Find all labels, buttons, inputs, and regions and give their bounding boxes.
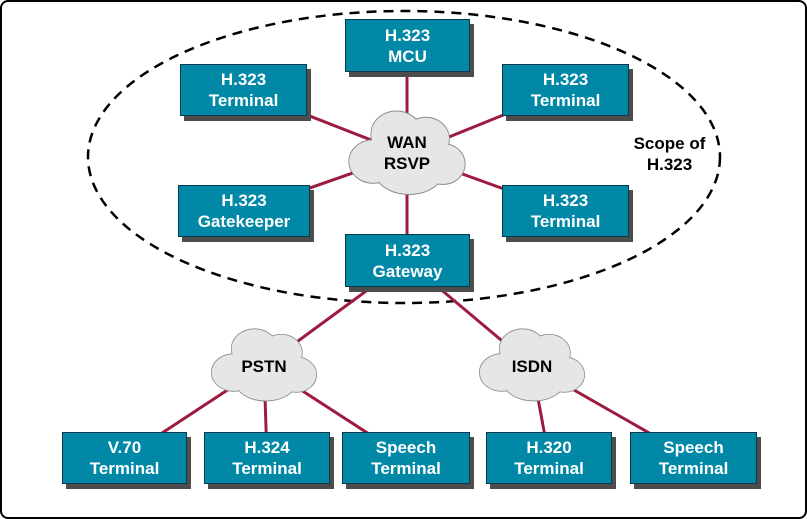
- node-label-line2: Terminal: [208, 91, 279, 110]
- node-label-line1: H.324: [244, 438, 290, 457]
- node-label-line2: Terminal: [530, 91, 601, 110]
- node-label-line2: Terminal: [658, 459, 729, 478]
- scope-label: Scope of H.323: [617, 132, 722, 176]
- node-label-line1: H.323: [220, 70, 267, 89]
- wan-cloud-label-line1: WAN: [387, 133, 427, 152]
- wan-cloud-label: WAN RSVP: [357, 131, 457, 175]
- node-label-line2: Terminal: [232, 459, 302, 478]
- node-h320-terminal: H.320 Terminal: [486, 432, 612, 484]
- node-label-line2: MCU: [388, 46, 427, 66]
- pstn-cloud-label: PSTN: [214, 354, 314, 378]
- node-label-line1: H.323: [384, 25, 431, 45]
- node-h323-gateway: H.323 Gateway: [345, 234, 470, 287]
- node-label-line1: H.323: [542, 191, 589, 210]
- node-h323-gatekeeper: H.323 Gatekeeper: [178, 185, 310, 237]
- scope-ellipse: [86, 9, 722, 305]
- node-h323-terminal-right: H.323 Terminal: [502, 185, 629, 237]
- scope-label-line1: Scope of: [633, 134, 706, 153]
- node-label-line2: Terminal: [514, 459, 584, 478]
- node-h323-terminal-top-left: H.323 Terminal: [180, 64, 307, 116]
- node-label-line2: Gatekeeper: [197, 212, 291, 231]
- node-h323-mcu: H.323 MCU: [345, 19, 470, 72]
- node-label-line2: Terminal: [89, 459, 160, 478]
- node-h323-terminal-top-right: H.323 Terminal: [502, 64, 629, 116]
- scope-label-line2: H.323: [646, 155, 693, 174]
- node-label-line1: H.323: [384, 240, 431, 260]
- node-h324-terminal: H.324 Terminal: [204, 432, 330, 484]
- node-label-line2: Terminal: [371, 459, 441, 478]
- node-v70-terminal: V.70 Terminal: [62, 432, 187, 484]
- node-label-line1: H.320: [526, 438, 572, 457]
- node-label-line2: Terminal: [530, 212, 601, 231]
- node-speech-terminal-pstn: Speech Terminal: [342, 432, 470, 484]
- node-label-line2: Gateway: [372, 261, 443, 281]
- node-label-line1: V.70: [107, 438, 142, 457]
- node-label-line1: Speech: [375, 438, 437, 457]
- isdn-cloud-label: ISDN: [482, 354, 582, 378]
- node-label-line1: H.323: [542, 70, 589, 89]
- node-label-line1: H.323: [221, 191, 267, 210]
- node-speech-terminal-isdn: Speech Terminal: [630, 432, 757, 484]
- wan-cloud-label-line2: RSVP: [383, 154, 431, 173]
- isdn-cloud-label-text: ISDN: [511, 356, 553, 376]
- node-label-line1: Speech: [663, 438, 724, 457]
- pstn-cloud-label-text: PSTN: [241, 356, 287, 376]
